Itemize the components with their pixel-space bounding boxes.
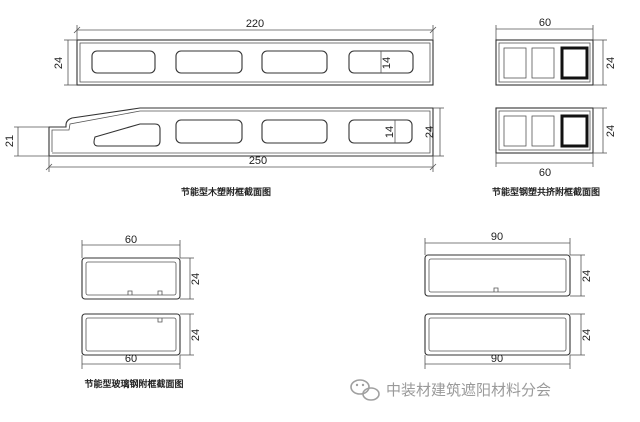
height-dimension: 24 — [605, 57, 617, 69]
width-dimension: 90 — [491, 231, 503, 243]
height-dimension: 24 — [53, 57, 65, 69]
fiberglass-60-profile-bottom: 24 60 — [81, 313, 202, 369]
step-dimension: 21 — [4, 135, 16, 147]
fiberglass-60-profile-top: 60 24 — [81, 234, 202, 300]
cavity — [175, 119, 243, 144]
width-dimension: 60 — [539, 167, 551, 179]
outer-section — [76, 39, 434, 86]
outer-section — [495, 39, 594, 86]
cavity-dimension: 14 — [381, 57, 393, 69]
cavity-dimension: 14 — [384, 126, 396, 138]
steel-insert — [560, 46, 589, 80]
fiberglass-90-profile-top: 90 24 — [424, 231, 593, 297]
wechat-icon — [350, 379, 380, 401]
outer-section — [48, 107, 434, 157]
width-dimension: 90 — [491, 353, 503, 365]
cavity — [91, 50, 156, 74]
cavity — [93, 123, 161, 147]
caption: 节能型玻璃钢附框截面图 — [84, 378, 183, 390]
outer-section — [81, 257, 181, 300]
height-dimension: 24 — [605, 125, 617, 137]
outer-section — [424, 254, 571, 297]
height-dimension: 24 — [581, 270, 593, 282]
width-dimension: 250 — [249, 155, 267, 167]
width-dimension: 60 — [125, 353, 137, 365]
watermark: 中装材建筑遮阳材料分会 — [350, 379, 551, 401]
outer-section — [424, 313, 571, 356]
watermark-text: 中装材建筑遮阳材料分会 — [386, 381, 551, 399]
cavity — [261, 119, 328, 144]
width-dimension: 60 — [539, 17, 551, 29]
wood-plastic-profile-bottom: 250 21 14 24 — [4, 107, 444, 172]
width-dimension: 60 — [125, 234, 137, 246]
outer-section — [81, 313, 181, 356]
wood-plastic-profile-top: 220 24 14 — [53, 18, 437, 86]
steel-insert — [560, 114, 589, 148]
outer-section — [495, 107, 594, 154]
caption: 节能型木塑附框截面图 — [181, 186, 271, 198]
cavity — [261, 50, 328, 74]
steel-plastic-profile-top: 60 24 — [495, 17, 617, 86]
cavity — [175, 50, 243, 74]
height-dimension: 24 — [424, 126, 436, 138]
height-dimension: 24 — [581, 329, 593, 341]
height-dimension: 24 — [190, 273, 202, 285]
caption: 节能型钢塑共挤附框截面图 — [492, 186, 600, 198]
fiberglass-90-profile-bottom: 24 90 — [424, 313, 593, 369]
height-dimension: 24 — [190, 329, 202, 341]
width-dimension: 220 — [246, 18, 264, 30]
cavity — [348, 119, 413, 144]
steel-plastic-profile-bottom: 24 60 — [495, 107, 617, 179]
